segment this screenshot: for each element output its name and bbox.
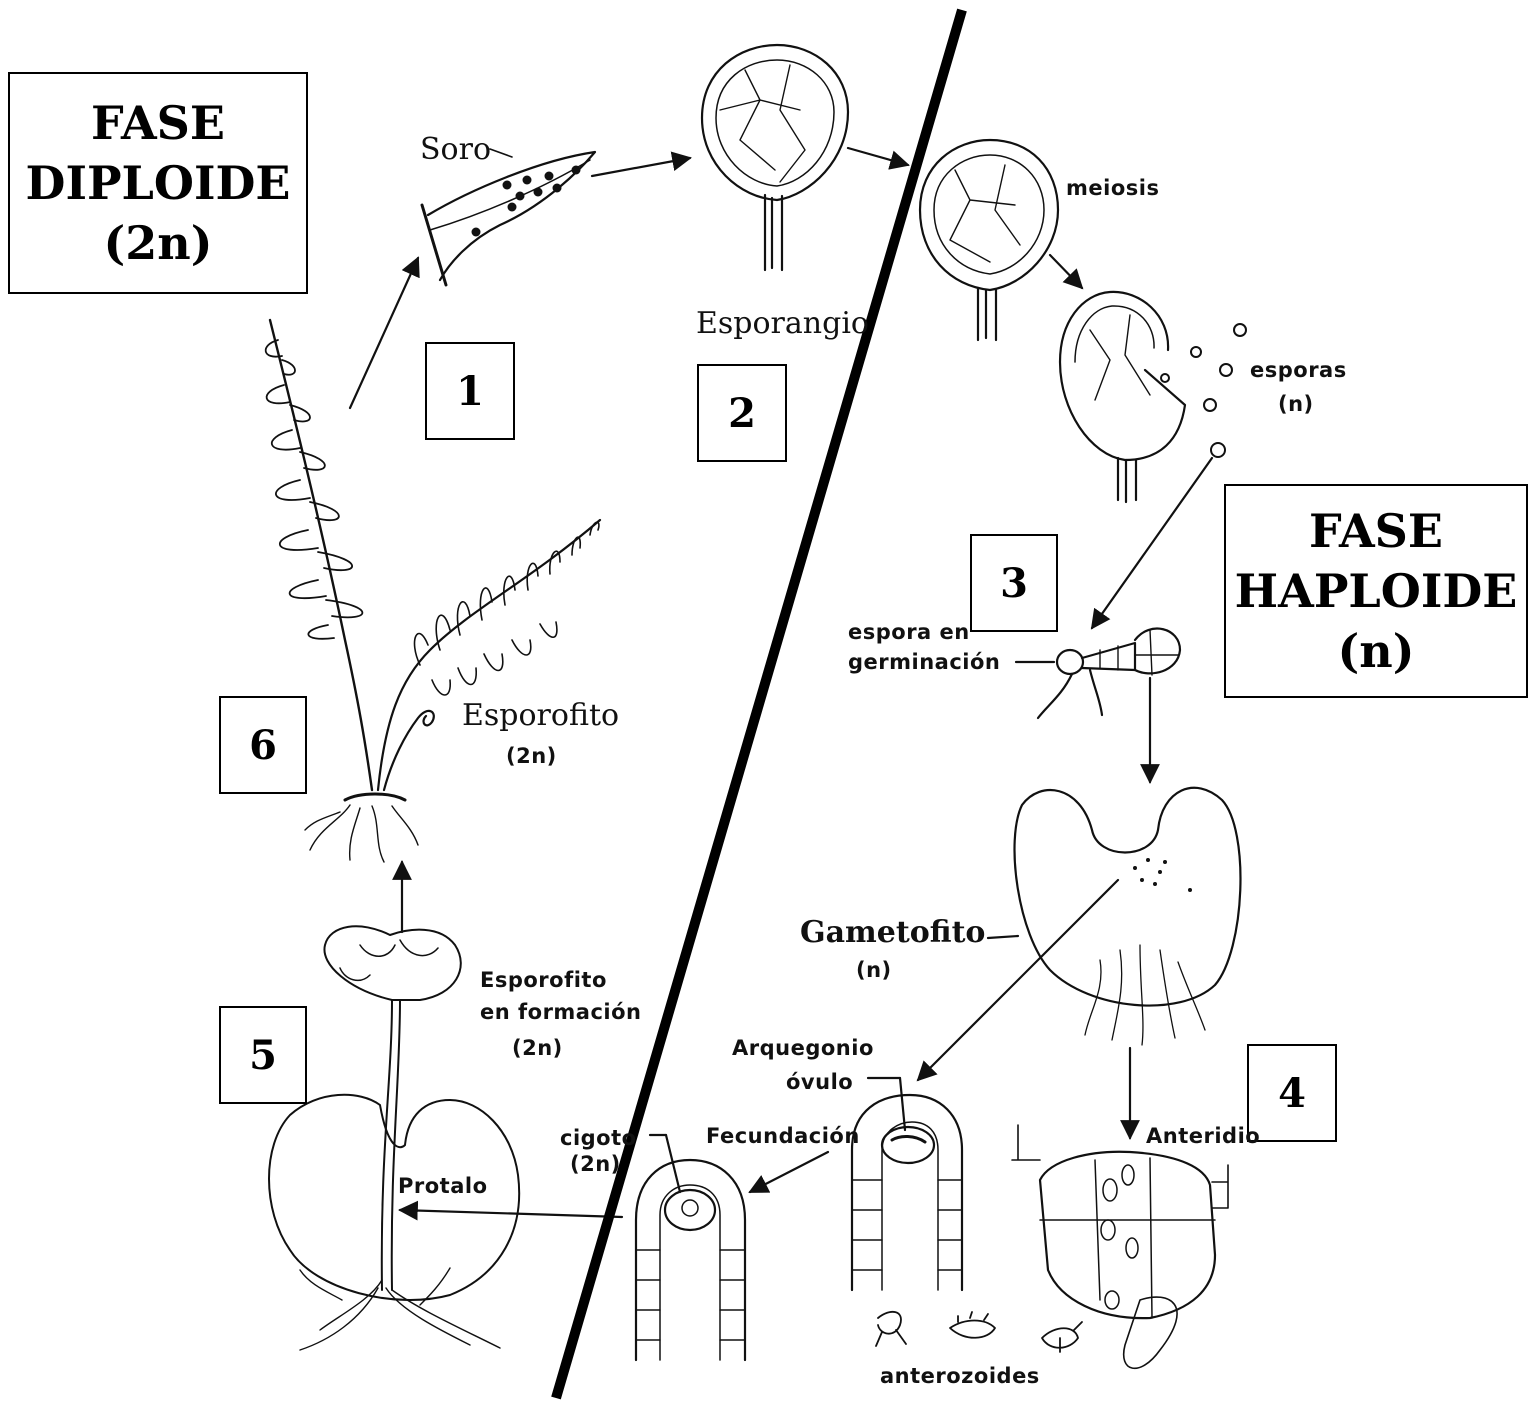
step-6-box: 6 (219, 696, 307, 794)
step-2-box: 2 (697, 364, 787, 462)
arrow-meiosis-to-dehiscence (1050, 255, 1082, 288)
dehiscent-sporangium-drawing (1060, 292, 1246, 502)
label-espora-germinacion-1: espora en (848, 620, 970, 644)
diploid-phase-line2: DIPLOIDE (26, 153, 291, 213)
arrow-zygote-to-prothallus (400, 1210, 622, 1217)
label-meiosis: meiosis (1066, 176, 1159, 200)
label-protalo: Protalo (398, 1174, 488, 1198)
arrow-spore-to-germination (1092, 458, 1212, 628)
label-ovulo: óvulo (786, 1070, 853, 1094)
label-anteridio: Anteridio (1146, 1124, 1260, 1148)
label-esporofito-ploidy: (2n) (506, 744, 557, 768)
step-5-box: 5 (219, 1006, 307, 1104)
label-esporofito-formacion-2: en formación (480, 1000, 642, 1024)
haploid-phase-box: FASE HAPLOIDE (n) (1224, 484, 1528, 698)
diploid-phase-line1: FASE (91, 93, 225, 153)
meiosis-sporangium-drawing (920, 140, 1058, 340)
step-4-box: 4 (1247, 1044, 1337, 1142)
arrow-fecundation-to-zygote (750, 1152, 828, 1192)
pinna-with-sori (422, 149, 595, 285)
label-esporofito-formacion-3: (2n) (512, 1036, 563, 1060)
label-cigoto: cigoto (560, 1126, 637, 1150)
archegonium-drawing (852, 1078, 962, 1290)
label-gametofito: Gametofito (800, 915, 985, 950)
label-esporangio: Esporangio (696, 306, 869, 341)
label-gametofito-ploidy: (n) (856, 958, 892, 982)
germinating-spore-drawing (1016, 629, 1180, 718)
label-anterozoides: anterozoides (880, 1364, 1040, 1388)
zygote-drawing (636, 1135, 745, 1360)
label-esporas: esporas (1250, 358, 1347, 382)
step-1-box: 1 (425, 342, 515, 440)
label-soro: Soro (420, 132, 491, 167)
diploid-phase-box: FASE DIPLOIDE (2n) (8, 72, 308, 294)
arrow-sporangium-to-meiosis (848, 148, 908, 165)
antherozoids-drawing (876, 1312, 1082, 1352)
label-esporofito: Esporofito (462, 698, 619, 733)
label-esporofito-formacion-1: Esporofito (480, 968, 607, 992)
gametophyte-drawing (988, 788, 1240, 1045)
label-espora-germinacion-2: germinación (848, 650, 1000, 674)
label-arquegonio: Arquegonio (732, 1036, 874, 1060)
haploid-phase-line1: FASE (1309, 501, 1443, 561)
label-esporas-ploidy: (n) (1278, 392, 1314, 416)
haploid-phase-line2: HAPLOIDE (1235, 561, 1518, 621)
arrow-gametophyte-to-archegonium (918, 880, 1118, 1080)
label-fecundacion: Fecundación (706, 1124, 860, 1148)
diploid-phase-line3: (2n) (104, 213, 213, 273)
step-3-box: 3 (970, 534, 1058, 632)
haploid-phase-line3: (n) (1338, 621, 1415, 681)
sporangium-drawing (702, 45, 848, 270)
label-cigoto-ploidy: (2n) (570, 1152, 621, 1176)
arrow-sorus-to-sporangium (592, 158, 690, 176)
antheridium-drawing (1012, 1125, 1228, 1368)
arrow-frond-to-sorus (350, 258, 418, 408)
